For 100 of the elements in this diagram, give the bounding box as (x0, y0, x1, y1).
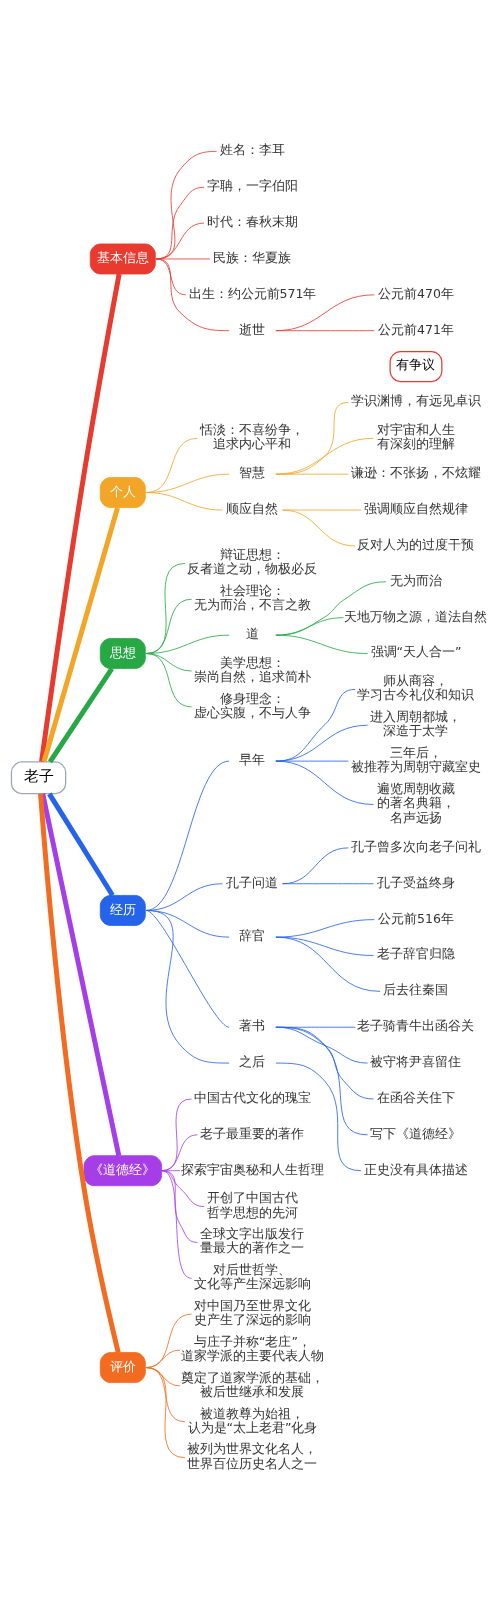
connector (47, 792, 115, 897)
node-text: 老子最重要的著作 (200, 1125, 305, 1141)
connector (275, 402, 349, 475)
node-text: 早年 (239, 752, 266, 768)
connector (155, 150, 218, 260)
node-text: 公元前516年 (378, 910, 454, 926)
connector (47, 667, 114, 764)
node-text: 出生：约公元前571年 (188, 285, 317, 301)
connector (275, 1026, 369, 1136)
connector (161, 1170, 193, 1279)
connector (155, 258, 211, 260)
node-text: 公元前470年 (378, 285, 454, 301)
node-text: 辞官 (239, 928, 266, 944)
connector (145, 1367, 186, 1423)
connector (41, 507, 120, 763)
node-text: 进入周朝都城，深造于太学 (370, 709, 462, 739)
node-box: 经历 (99, 895, 146, 926)
node-text: 修身理念：虚心实腹，不与人争 (194, 690, 311, 720)
node-text: 被道教尊为始祖，认为是“太上老君”化身 (187, 1405, 318, 1435)
connector (275, 1062, 362, 1172)
node-text: 老子骑青牛出函谷关 (357, 1018, 475, 1034)
connector (275, 919, 375, 938)
node-text: 强调“天人合一” (370, 644, 462, 660)
connector (145, 1367, 181, 1387)
connector (145, 910, 230, 1064)
connector (282, 509, 356, 547)
node-text: 与庄子并称“老庄”，道家学派的主要代表人物 (181, 1333, 324, 1364)
node-text: 孔子问道 (226, 874, 279, 890)
node-text: 后去往秦国 (383, 982, 449, 998)
connector (275, 760, 349, 762)
node-text: 顺应自然 (226, 500, 279, 516)
connector (155, 258, 230, 332)
node-text: 公元前471年 (378, 321, 454, 337)
node-text: 天地万物之源，道法自然 (344, 608, 488, 624)
node-text: 老子辞官归隐 (377, 946, 455, 962)
node-text: 探索宇宙奥秘和人生哲理 (181, 1161, 324, 1177)
node-text: 逝世 (239, 321, 266, 337)
node-text: 学识渊博，有远见卓识 (351, 393, 481, 409)
node-text: 谦逊：不张扬，不炫耀 (351, 465, 481, 481)
connector (145, 910, 230, 1028)
connector (38, 793, 121, 1354)
node-text: 孔子曾多次向老子问礼 (351, 838, 481, 854)
connector (275, 581, 387, 636)
node-box: 思想 (99, 638, 146, 669)
node-text: 正史没有具体描述 (364, 1161, 468, 1177)
node-box: 有争议 (389, 350, 443, 383)
connector (145, 653, 193, 708)
connector (161, 1170, 198, 1243)
node-text: 对中国乃至世界文化史产生了深远的影响 (194, 1298, 311, 1328)
node-text: 对后世哲学、文化等产生深远影响 (194, 1262, 311, 1292)
connector (275, 760, 374, 805)
node-text: 民族：华夏族 (213, 249, 292, 265)
node-text: 恬淡：不喜纷争，追求内心平和 (200, 422, 305, 452)
node-text: 反对人为的过度干预 (357, 536, 475, 552)
node-box: 基本信息 (89, 243, 156, 275)
connector (40, 793, 122, 1157)
node-box: 《道德经》 (83, 1155, 162, 1187)
node-text: 开创了中国古代哲学思想的先河 (207, 1190, 298, 1220)
node-text: 被守将尹喜留住 (370, 1054, 462, 1070)
node-text: 社会理论：无为而治，不言之教 (194, 583, 311, 613)
connector (282, 883, 374, 885)
node-text: 智慧 (239, 465, 266, 481)
node-text: 被列为世界文化名人，世界百位历史名人之一 (187, 1441, 318, 1471)
node-text: 字聃，一字伯阳 (207, 178, 298, 194)
node-text: 辩证思想：反者道之动，物极必反 (187, 547, 318, 577)
node-text: 奠定了道家学派的基础，被后世继承和发展 (181, 1369, 324, 1399)
node-text: 对宇宙和人生有深刻的理解 (377, 422, 455, 452)
node-text: 美学思想：崇尚自然，追求简朴 (194, 654, 311, 685)
connector (282, 509, 362, 511)
connector (275, 437, 374, 475)
node-box: 老子 (10, 761, 67, 795)
node-text: 道 (246, 626, 259, 642)
node-text: 师从商容，学习古今礼仪和知识 (357, 673, 475, 703)
node-text: 之后 (239, 1054, 266, 1070)
connector (39, 273, 122, 762)
node-text: 写下《道德经》 (370, 1125, 462, 1141)
connector (275, 936, 374, 956)
node-text: 强调顺应自然规律 (364, 500, 468, 516)
connector (275, 936, 381, 992)
node-text: 无为而治 (390, 572, 442, 588)
node-text: 著书 (239, 1018, 266, 1034)
node-box: 评价 (99, 1352, 146, 1383)
node-text: 在函谷关住下 (377, 1089, 455, 1105)
node-text: 遍览周朝收藏的著名典籍，名声远扬 (377, 781, 455, 825)
connector (145, 492, 223, 511)
node-text: 孔子受益终身 (377, 874, 455, 890)
node-box: 个人 (99, 477, 146, 508)
connector (275, 617, 344, 636)
connector (275, 473, 349, 475)
node-text: 中国古代文化的瑰宝 (194, 1089, 311, 1105)
connector (275, 688, 356, 762)
node-text: 姓名：李耳 (220, 142, 285, 158)
connector (275, 634, 369, 654)
node-text: 三年后，被推荐为周朝守藏室史 (351, 744, 481, 775)
node-text: 时代：春秋末期 (207, 214, 298, 230)
node-text: 全球文字出版发行量最大的著作之一 (200, 1226, 305, 1256)
connector (275, 724, 369, 762)
connector (145, 1367, 186, 1459)
connector (275, 294, 375, 332)
connector (275, 330, 375, 332)
